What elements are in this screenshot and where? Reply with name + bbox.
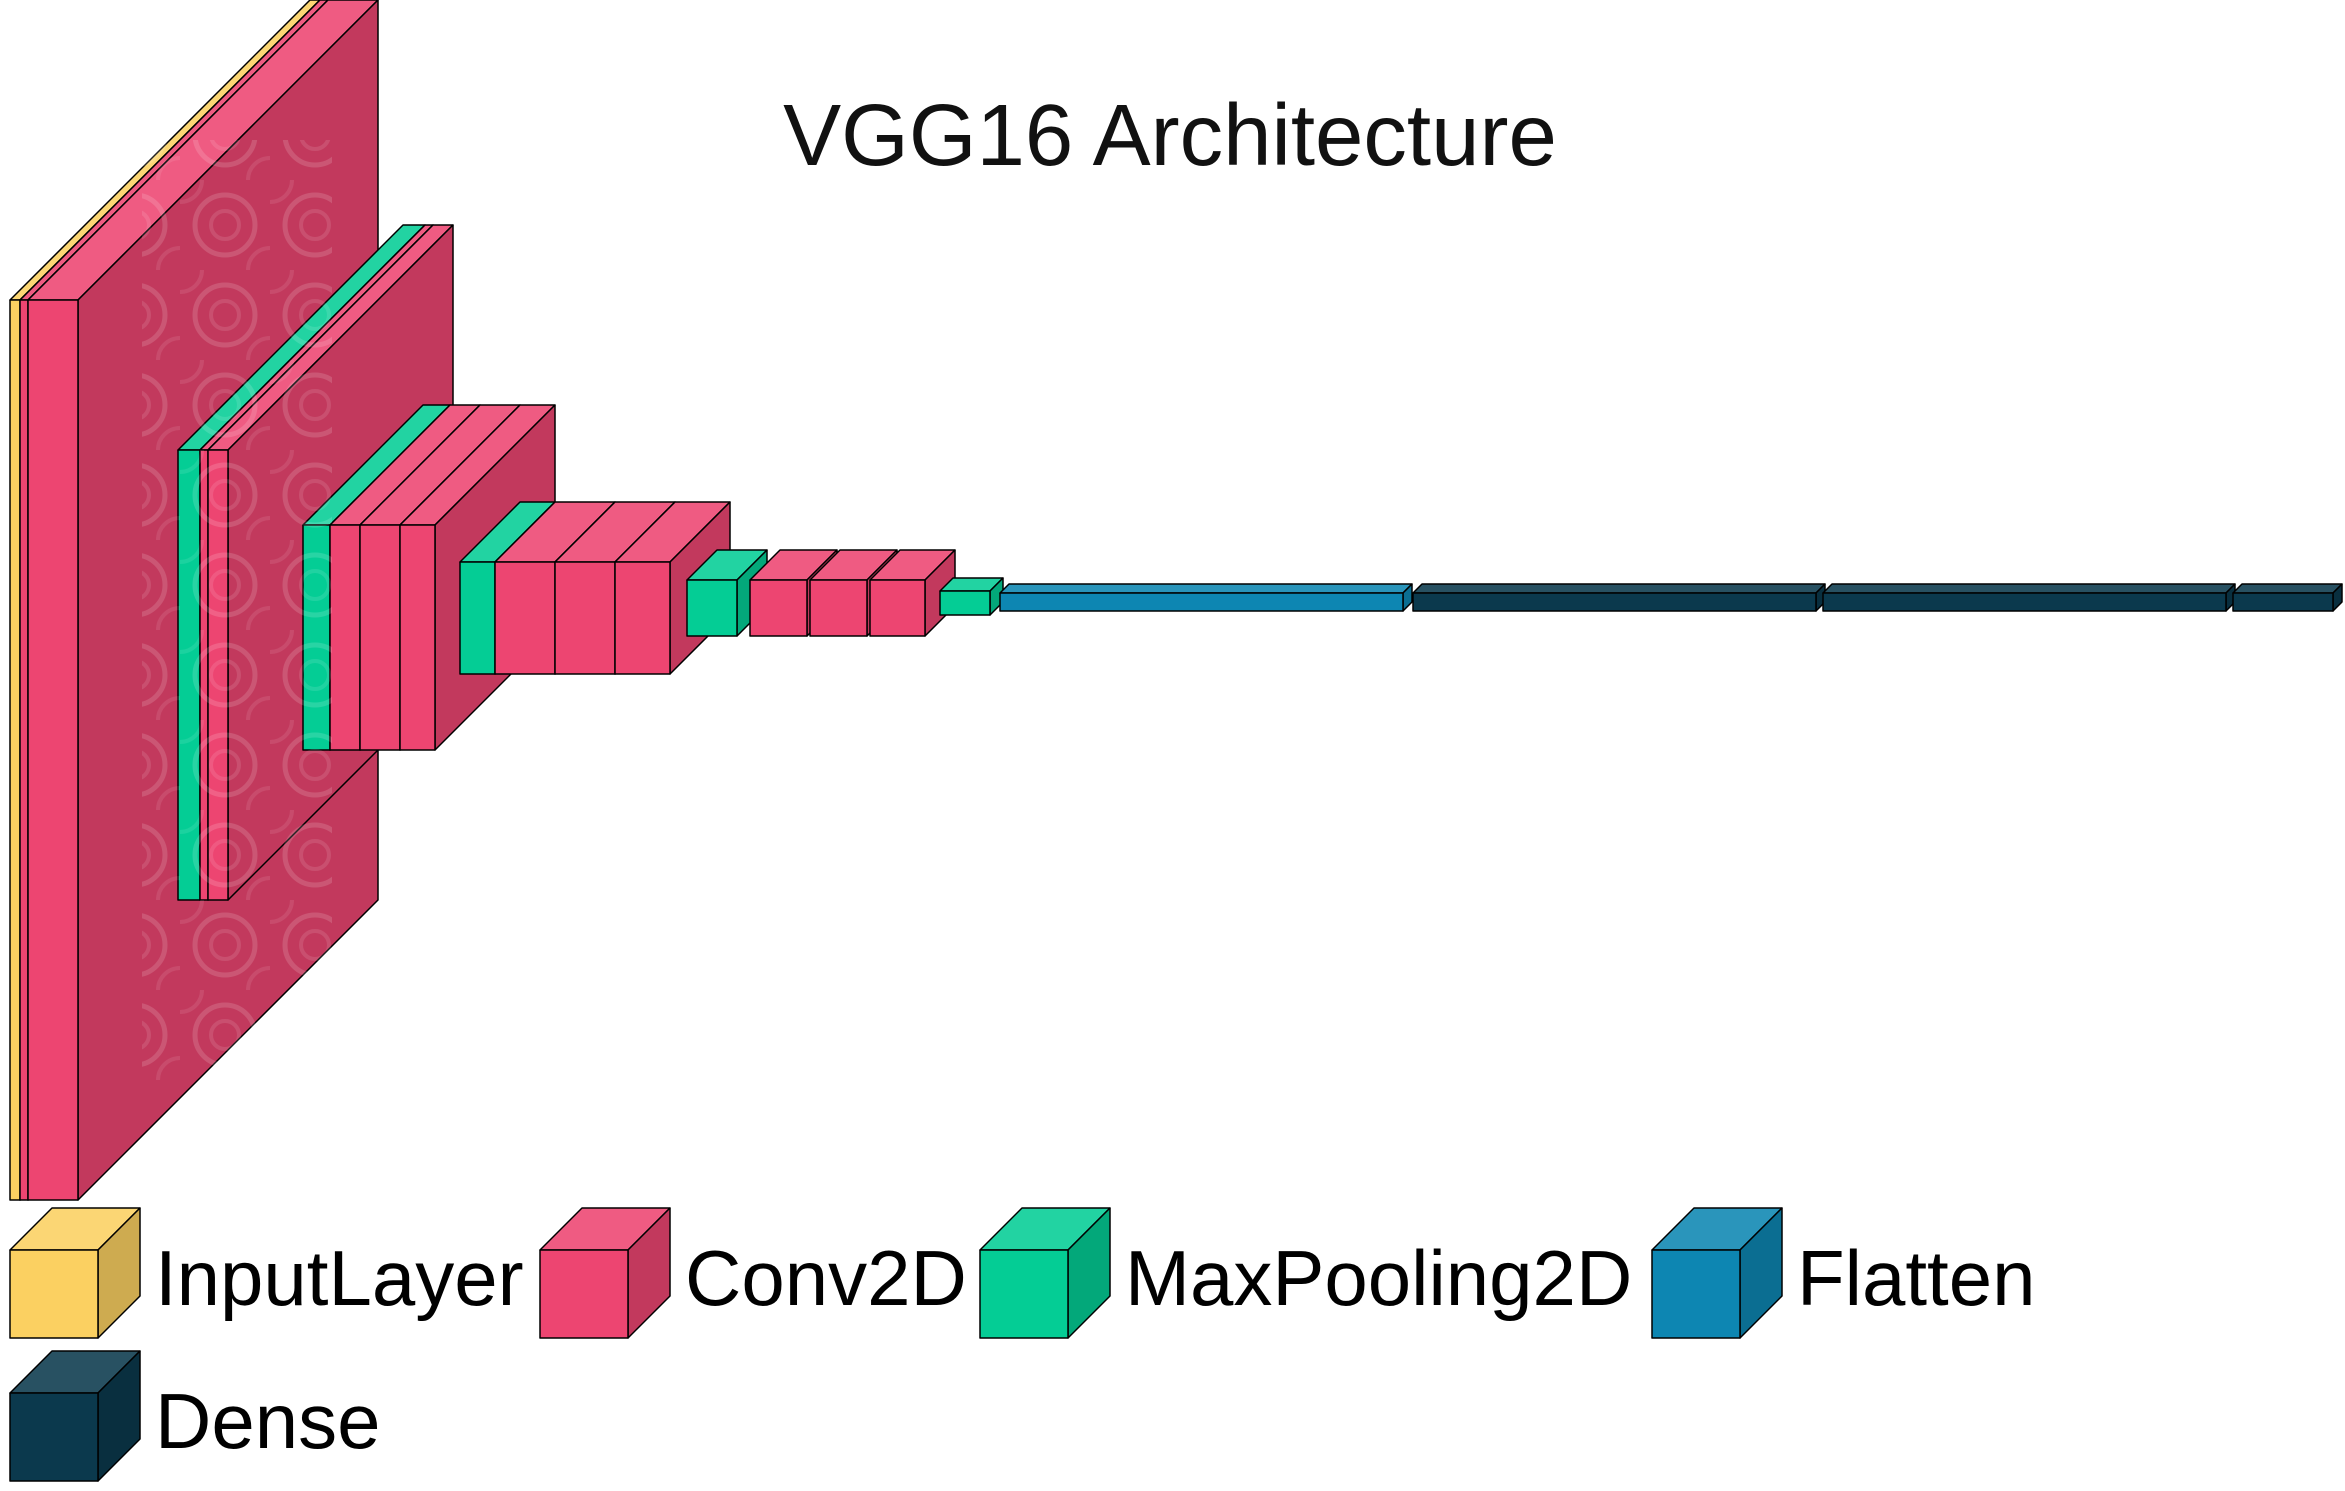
- maxpooling2d-cube-icon-front: [979, 1249, 1069, 1339]
- legend-label-dense: Dense: [155, 1377, 380, 1465]
- layer-inputlayer-1-front: [9, 299, 21, 1201]
- input-image-texture-overlay: [142, 140, 332, 1080]
- legend-item-dense: Dense: [9, 1350, 380, 1482]
- legend-label-maxpooling2d: MaxPooling2D: [1125, 1234, 1632, 1322]
- legend-label-flatten: Flatten: [1797, 1234, 2035, 1322]
- layer-maxpooling2d-19: [939, 577, 1004, 616]
- legend-item-flatten: Flatten: [1651, 1207, 2035, 1339]
- layer-maxpooling2d-19-front: [939, 590, 991, 616]
- legend-label-inputlayer: InputLayer: [155, 1234, 524, 1322]
- layer-conv2d-3-front: [27, 299, 79, 1201]
- diagram-title: VGG16 Architecture: [783, 87, 1557, 184]
- input-layer-cube-icon-front: [9, 1249, 99, 1339]
- layer-maxpooling2d-11-front: [459, 561, 496, 675]
- layer-dense-23-front: [2232, 592, 2334, 612]
- legend-item-maxpooling2d: MaxPooling2D: [979, 1207, 1632, 1339]
- conv2d-cube-icon: [539, 1207, 671, 1339]
- layer-dense-22-top: [1822, 583, 2236, 594]
- layer-conv2d-17-front: [809, 579, 868, 637]
- layer-conv2d-10-front: [399, 524, 436, 751]
- legend-item-conv2d: Conv2D: [539, 1207, 967, 1339]
- flatten-cube-icon-front: [1651, 1249, 1741, 1339]
- layer-conv2d-14-front: [614, 561, 671, 675]
- layer-conv2d-9-front: [359, 524, 401, 751]
- input-layer-cube-icon: [9, 1207, 141, 1339]
- layer-dense-23: [2232, 583, 2343, 612]
- layer-maxpooling2d-15-front: [686, 579, 738, 637]
- flatten-cube-icon: [1651, 1207, 1783, 1339]
- layer-conv2d-18-front: [869, 579, 926, 637]
- layer-flatten-20-top: [999, 583, 1413, 594]
- legend-item-inputlayer: InputLayer: [9, 1207, 524, 1339]
- layer-dense-22-front: [1822, 592, 2227, 612]
- legend-label-conv2d: Conv2D: [685, 1234, 967, 1322]
- layer-dense-21-front: [1412, 592, 1817, 612]
- layer-dense-21-top: [1412, 583, 1826, 594]
- layer-dense-23-top: [2232, 583, 2343, 594]
- maxpooling2d-cube-icon: [979, 1207, 1111, 1339]
- conv2d-cube-icon-front: [539, 1249, 629, 1339]
- dense-cube-icon: [9, 1350, 141, 1482]
- layer-flatten-20-front: [999, 592, 1404, 612]
- layer-conv2d-13-front: [554, 561, 616, 675]
- layer-conv2d-12-front: [494, 561, 556, 675]
- layer-flatten-20: [999, 583, 1413, 612]
- layer-conv2d-2-front: [19, 299, 29, 1201]
- layer-conv2d-16-front: [749, 579, 808, 637]
- layer-dense-21: [1412, 583, 1826, 612]
- dense-cube-icon-front: [9, 1392, 99, 1482]
- layer-dense-22: [1822, 583, 2236, 612]
